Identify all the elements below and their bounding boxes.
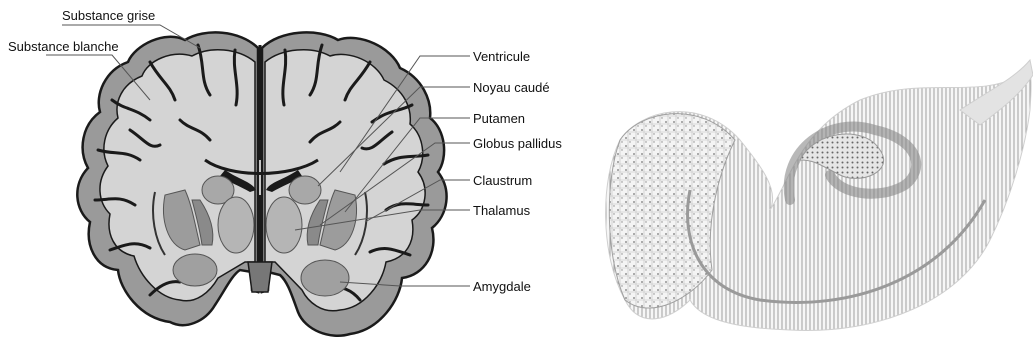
amygdala-right [301,260,349,296]
hippocampus-histology [606,60,1033,330]
label-putamen: Putamen [473,111,525,126]
thalamus-right [266,197,302,253]
label-substance-grise: Substance grise [62,8,155,23]
brain-coronal-section [77,32,446,335]
label-thalamus: Thalamus [473,203,531,218]
label-ventricule: Ventricule [473,49,530,64]
label-claustrum: Claustrum [473,173,532,188]
label-amygdale: Amygdale [473,279,531,294]
label-globus-pallidus: Globus pallidus [473,136,562,151]
thalamus-left [218,197,254,253]
label-substance-blanche: Substance blanche [8,39,119,54]
label-noyau-caude: Noyau caudé [473,80,550,95]
caudate-right [289,176,321,204]
third-ventricle [257,195,263,265]
brainstem [248,262,272,292]
amygdala-left [173,254,217,286]
